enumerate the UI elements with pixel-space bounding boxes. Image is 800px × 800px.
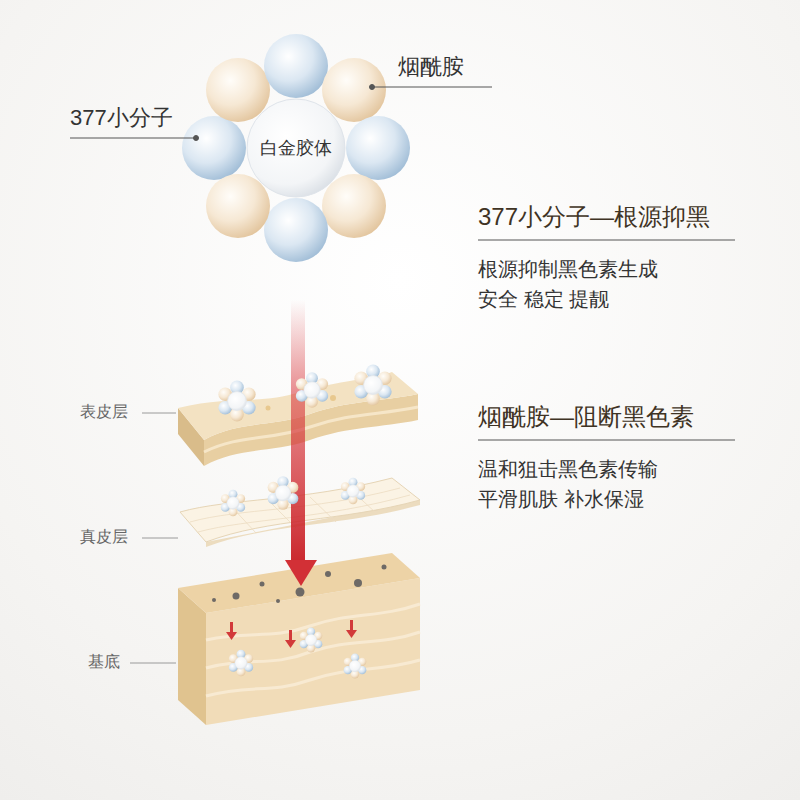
pearl-sphere — [322, 58, 386, 122]
blue-sphere — [346, 116, 410, 180]
layer-label: 真皮层 — [80, 527, 128, 547]
colloid-circle: 白金胶体 — [246, 98, 346, 198]
blue-sphere — [264, 198, 328, 262]
callout-label: 烟酰胺 — [398, 53, 464, 81]
block-top — [178, 553, 420, 613]
heading-rule — [478, 440, 735, 441]
section-body: 温和狙击黑色素传输 平滑肌肤 补水保湿 — [478, 454, 666, 514]
heading-rule — [478, 240, 735, 241]
section-heading: 烟酰胺—阻断黑色素 — [478, 402, 694, 432]
layer-label: 表皮层 — [80, 402, 128, 422]
callout-label: 377小分子 — [70, 104, 173, 132]
leader-line — [372, 87, 492, 88]
molecule-cluster — [182, 34, 410, 262]
pearl-sphere — [206, 174, 270, 238]
node-text: 白金胶体 — [260, 136, 332, 160]
basal-layer — [178, 553, 420, 725]
pearl-sphere — [206, 58, 270, 122]
blue-sphere — [264, 34, 328, 98]
leader-dot — [370, 85, 375, 90]
penetration-beam — [285, 300, 317, 586]
leader-dot — [194, 136, 199, 141]
pearl-sphere — [322, 174, 386, 238]
section-body: 根源抑制黑色素生成 安全 稳定 提靓 — [478, 254, 666, 314]
blue-sphere — [182, 116, 246, 180]
molecule-clusters — [218, 365, 391, 517]
layer-label: 基底 — [88, 652, 120, 672]
section-heading: 377小分子—根源抑黑 — [478, 202, 710, 232]
layer-leaders — [130, 413, 178, 663]
leader-line — [70, 138, 196, 139]
down-arrows — [226, 620, 357, 648]
